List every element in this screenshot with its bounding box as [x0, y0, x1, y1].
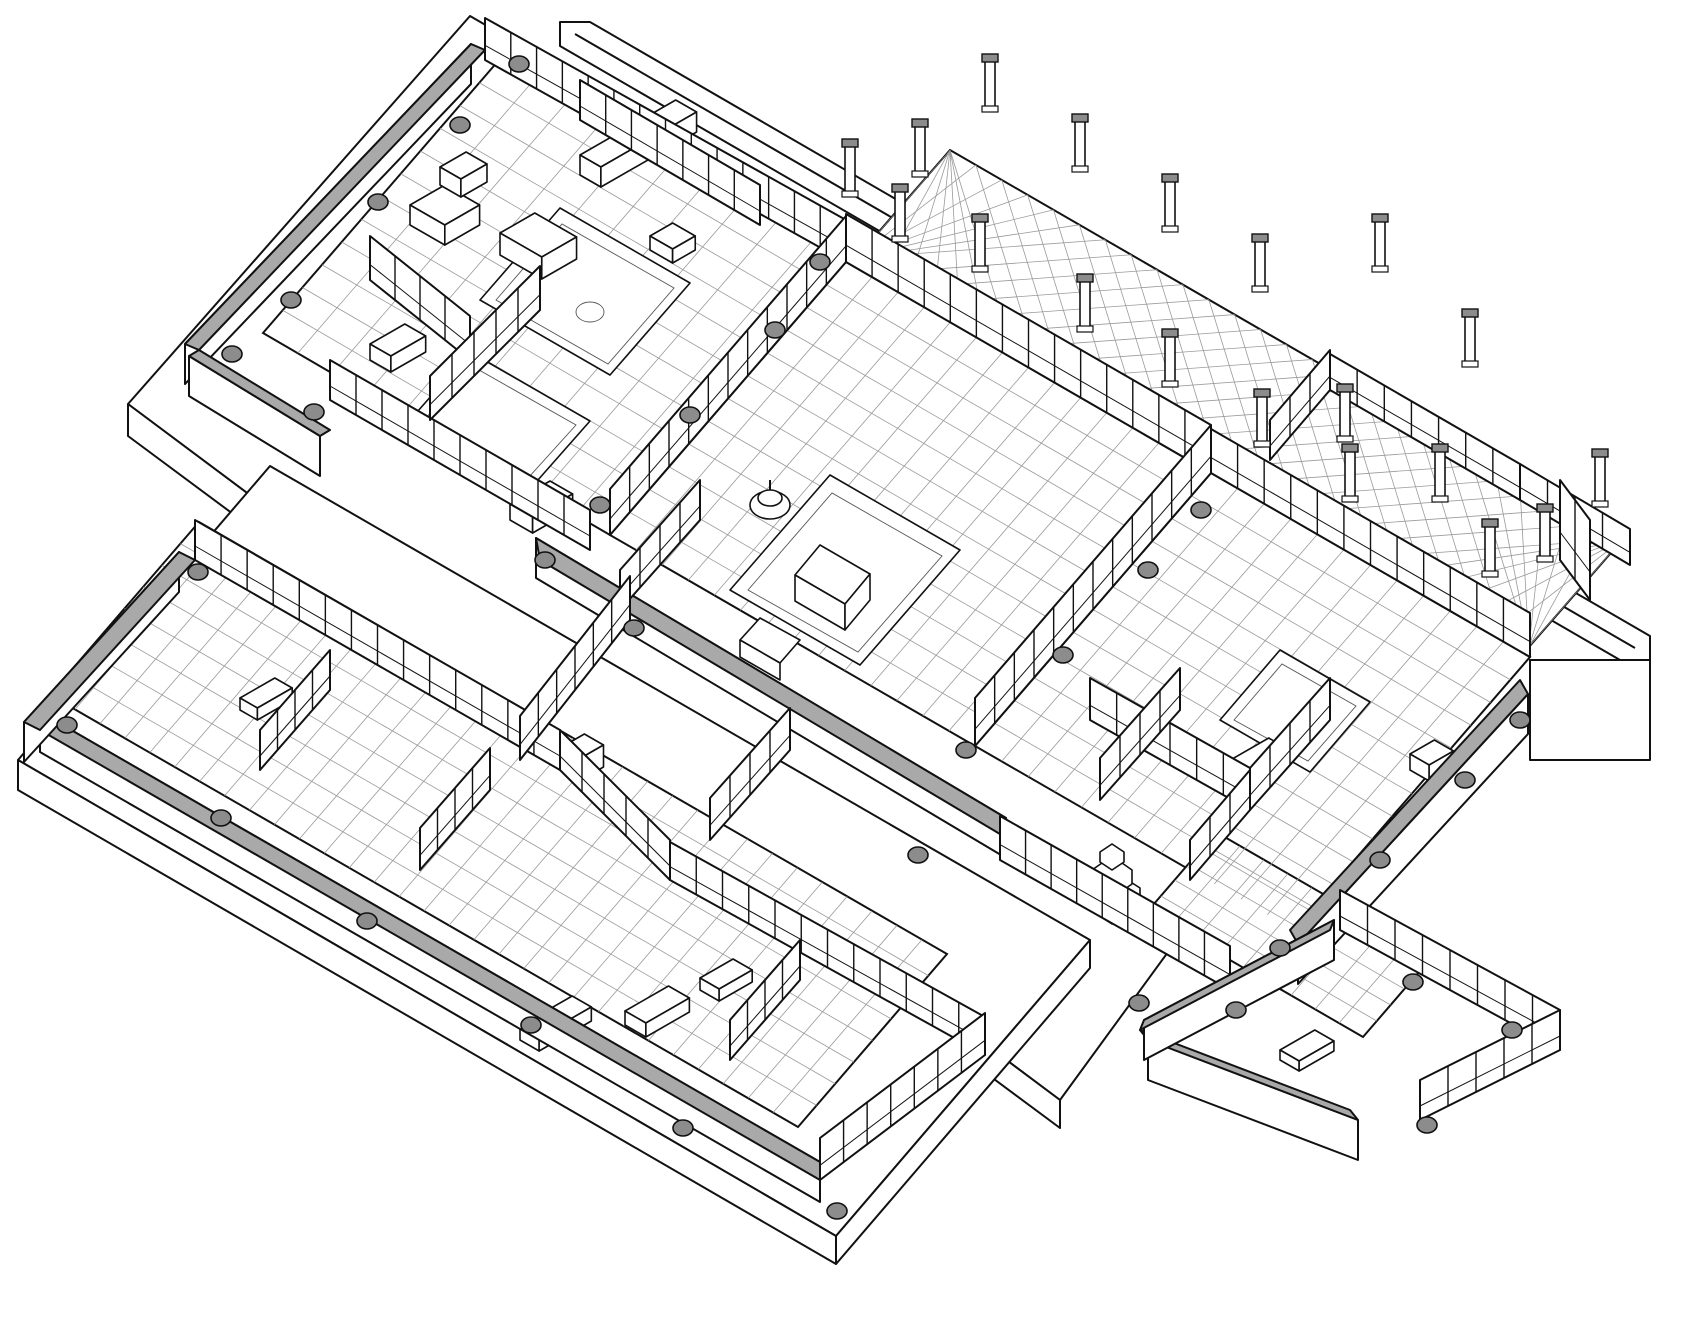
column: [303, 403, 325, 421]
desk-north: [369, 323, 427, 373]
column: [1128, 994, 1150, 1012]
column: [623, 619, 645, 637]
column: [1454, 771, 1476, 789]
grid-east: [994, 488, 1511, 915]
column: [679, 406, 701, 424]
column: [534, 551, 556, 569]
grid-south: [68, 536, 929, 1113]
column: [56, 716, 78, 734]
terrace-post: [1161, 328, 1179, 388]
terrace-post: [971, 213, 989, 273]
partition-north-a: [369, 235, 471, 361]
terrace-post: [1461, 308, 1479, 368]
partition-north-b: [429, 265, 541, 421]
column: [449, 116, 471, 134]
terrace-post: [1341, 443, 1359, 503]
column: [356, 912, 378, 930]
wall-east-front: [999, 815, 1231, 991]
column: [1501, 1021, 1523, 1039]
terrace-post: [1251, 233, 1269, 293]
terrace-post: [1076, 273, 1094, 333]
wall-south-east: [819, 1012, 986, 1181]
walls-and-partitions: [23, 17, 1631, 1203]
wall-east-back: [1210, 428, 1531, 658]
column: [764, 321, 786, 339]
terrace-rail-b: [1269, 349, 1331, 461]
table-south-b: [699, 958, 754, 1002]
partition-south-a: [259, 649, 331, 771]
terrace-post: [1371, 213, 1389, 273]
column: [1416, 1116, 1438, 1134]
column: [1137, 561, 1159, 579]
columns: [56, 55, 1531, 1220]
terrace-post: [1536, 503, 1554, 563]
terrace-post: [911, 118, 929, 178]
side-table-north: [649, 222, 697, 264]
column: [1269, 939, 1291, 957]
terrace-screen: [1559, 479, 1591, 601]
terrace-post: [1431, 443, 1449, 503]
column: [1225, 1001, 1247, 1019]
partition-north-c: [579, 79, 761, 226]
partition-east-d: [1189, 769, 1251, 881]
partition-south-b: [419, 747, 491, 871]
terrace-post: [1481, 518, 1499, 578]
column: [1052, 646, 1074, 664]
column: [1369, 851, 1391, 869]
partition-east-b: [1099, 667, 1181, 801]
column: [1402, 973, 1424, 991]
column: [809, 253, 831, 271]
column: [589, 496, 611, 514]
wall-south-back-b: [559, 729, 671, 881]
stool-north: [439, 151, 488, 198]
terrace-post: [1336, 383, 1354, 443]
column: [187, 563, 209, 581]
wall-south-west: [23, 551, 196, 763]
column: [955, 741, 977, 759]
terrace-post: [841, 138, 859, 198]
terrace-post: [891, 183, 909, 243]
bed-north: [499, 212, 578, 280]
table-north: [409, 184, 481, 246]
column: [210, 809, 232, 827]
terrace-post: [1253, 388, 1271, 448]
terrace-post: [1591, 448, 1609, 508]
column: [672, 1119, 694, 1137]
column: [1509, 711, 1531, 729]
partition-south-e: [729, 939, 801, 1061]
wall-se-east: [1419, 1009, 1561, 1121]
partition-central-a: [619, 479, 701, 611]
column: [367, 193, 389, 211]
terrace-post: [1161, 173, 1179, 233]
wall-north-south: [188, 349, 331, 477]
throne-platform: [739, 544, 871, 681]
column: [907, 846, 929, 864]
table-se: [1279, 1029, 1335, 1072]
terrace-posts: [841, 53, 1609, 578]
partition-south-c: [519, 575, 631, 761]
column: [520, 1016, 542, 1034]
terrace-post: [1071, 113, 1089, 173]
bronze-vessel: [749, 480, 791, 520]
column: [1190, 501, 1212, 519]
bench-south: [624, 985, 691, 1038]
partition-south-d: [709, 707, 791, 841]
column: [826, 1202, 848, 1220]
terrace-post: [981, 53, 999, 113]
wall-north-front: [329, 359, 591, 551]
column: [221, 345, 243, 363]
column: [280, 291, 302, 309]
wall-north-west: [184, 43, 486, 385]
column: [508, 55, 530, 73]
